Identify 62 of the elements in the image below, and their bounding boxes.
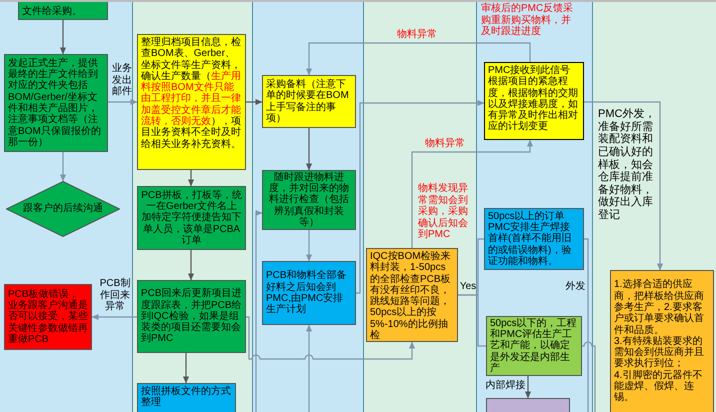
process-box (484, 208, 584, 270)
arrow (108, 98, 138, 106)
arrow (60, 152, 66, 182)
step-text: 4.引脚密的元器件不能虚焊、假焊、连锡。 (614, 370, 704, 404)
arrow (306, 230, 312, 262)
step-text: 跟客户的后续沟通 (23, 203, 103, 215)
step-text: PCB拼板，打板等，统一在Gerber文件名上加特定字符便捷告知下单人员，该单是PCBA订单 (141, 190, 242, 246)
process-box (484, 62, 584, 140)
arrow (524, 376, 532, 398)
edge-label: 业务发出邮件 (112, 63, 132, 98)
arrow (411, 140, 534, 248)
step-text: 采购备料（注意下单的时候要在BOM上手写备注的事项） (266, 78, 350, 124)
arrow (584, 101, 664, 270)
arrow (246, 98, 262, 106)
step-text: 文件给采购。 (22, 6, 83, 17)
step-text: 3.有特殊贴装要求的需知会到供应商并且要求执行到位； (614, 336, 705, 370)
process-box (18, 0, 108, 20)
arrow (188, 250, 194, 280)
edge-label: 物料异常 (396, 29, 438, 40)
arrow (92, 314, 137, 320)
process-box (262, 261, 356, 325)
arrow (306, 324, 312, 412)
edge-label: 物料异常 (424, 138, 466, 150)
arrow (306, 42, 531, 76)
step-text: PCB回来后更新项目进度跟踪表，并把PCB给到IQC检验，如果是组装类的项目还需要知会到PMC (141, 288, 242, 345)
step-text: 1.选择合适的供应商，把样板给供应商参考生产，2.要求客户或订单要求确认首件和品质。 (614, 279, 705, 336)
note-text: 审核后的PMC反馈采购重新购买物料，并及时跟进进度 (481, 3, 574, 38)
edge-label: PMC外发，准备好所需装配资料和已确认好的样板，知会仓库提前准备好物料，做好出入库登记 (598, 108, 656, 222)
arrow (356, 100, 484, 294)
connector-line (584, 238, 589, 412)
step-text: 随时跟进物料进度，并对回来的物料进行检查（包括辨别真假和封装等） (268, 172, 350, 228)
edge-label: 内部焊接 (485, 380, 526, 392)
arrow (306, 128, 312, 170)
process-box (262, 170, 356, 230)
process-box (137, 383, 236, 412)
step-text: PMC接收到此信号根据项目的紧急程度，根据物料的交期以及焊接难易度，如有异常及时作出相对应的计划变更 (488, 65, 579, 133)
decision-diamond (6, 181, 120, 237)
arrow (255, 210, 262, 412)
process-box (137, 280, 246, 353)
arrow (182, 353, 190, 384)
step-text: 发起正式生产，提供最终的生产文件给到对应的文件夹包括BOM/Gerber/坐标文件和相关产品图片，注意事项文档等（注意BOM只保留报价的那一份） (8, 58, 102, 148)
process-box (137, 34, 246, 170)
arrow (246, 316, 416, 360)
step-text: PCB板做错误，业务跟客户沟通是否可以接受，某些关键性参数做错再重做PCB (8, 288, 88, 346)
connector-line (458, 294, 486, 347)
arrow (60, 20, 66, 54)
process-box (610, 270, 714, 412)
edge-label: 外发 (565, 281, 586, 292)
step-text: 50pcs以上的订单PMC安排生产焊接首样(首样不能用旧的或错误物料)，验证功能和物料。 (488, 210, 572, 268)
connector-line (582, 341, 596, 412)
step-text: IQC按BOM检验来料封装，1-50pcs的全部检查PCB板有没有丝印不良，跳线短路等问题，50pcs以上的按5%-10%的比例抽检 (370, 251, 452, 342)
note-text: 物料发现异常需知会到采购，采购确认后知会到PMC (418, 183, 469, 240)
step-text: 50pcs以下的，工程和PMC评估生产工艺和产能，以确定是外发还是内部生产 (490, 318, 578, 374)
process-box (4, 54, 108, 152)
process-box (486, 398, 570, 412)
arrow (188, 170, 194, 186)
step-text: 整理归档项目信息，检查BOM表、Gerber、坐标文件等生产资料，确认生产数量（生产用料按照BOM文件只能由工程打印，并且一律加盖受控文件章后才能流转，否则无效），项目业务资料不全时及时给相关业务补充资料。 (141, 37, 242, 150)
edge-label: Yes (459, 281, 477, 292)
process-box (262, 75, 356, 128)
edge-label: PCB制作回来异常 (99, 278, 131, 312)
step-text: PCB和物料全部备好料之后知会到PMC,由PMC安排生产计划 (266, 270, 348, 316)
step-text: 按照拼板文件的方式整理 (141, 386, 232, 409)
